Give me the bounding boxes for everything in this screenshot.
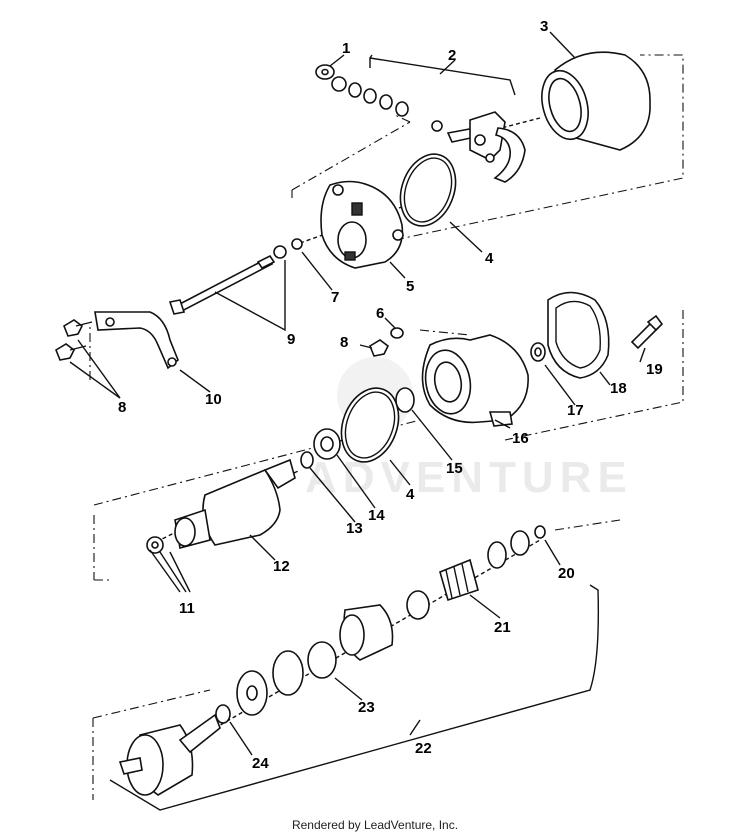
svg-text:ADVENTURE: ADVENTURE [305,453,633,502]
snap-ring [215,704,231,724]
callout-6: 6 [376,305,384,322]
callout-17: 17 [567,402,584,419]
callout-3: 3 [540,18,548,35]
callout-2: 2 [448,47,456,64]
gasket-plate [547,291,610,379]
bearing [313,428,341,460]
callout-13: 13 [346,520,363,537]
mounting-bracket [94,311,179,370]
hex-bolt [55,319,93,361]
front-housing [421,334,529,427]
callout-20: 20 [558,565,575,582]
callout-11: 11 [179,600,195,617]
callout-9: 9 [287,331,295,348]
callout-10: 10 [205,391,222,408]
callout-1: 1 [342,40,350,57]
rear-cover [320,180,404,269]
callout-8-left: 8 [118,399,126,416]
motor-yoke [541,51,651,151]
callout-24: 24 [252,755,269,772]
nut-washer-set [315,64,409,117]
brush-terminal [431,111,526,183]
clutch-spring-assembly [406,530,530,620]
callout-7: 7 [331,289,339,306]
callout-5: 5 [406,278,414,295]
o-ring [340,153,457,463]
drive-shaft-gear [118,713,221,796]
through-bolt [168,245,287,315]
brush-spring [146,536,164,554]
callout-22: 22 [415,740,432,757]
leader-lines [69,31,646,811]
thrust-washer [530,342,546,362]
front-bolt-washer [369,327,404,357]
pinion-gear [307,604,394,679]
callout-23: 23 [358,699,375,716]
callout-18: 18 [610,380,627,397]
callout-12: 12 [273,558,290,575]
callout-15: 15 [446,460,463,477]
bearing-washer [300,451,314,469]
callout-4-lower: 4 [406,486,415,503]
callout-16: 16 [512,430,529,447]
clutch-plate [236,650,304,716]
small-washer [291,238,303,250]
callout-labels: 1 2 3 4 5 6 7 8 9 8 10 19 17 18 16 15 4 … [118,18,663,772]
housing-bolt [630,314,664,350]
render-credit: Rendered by LeadVenture, Inc. [291,818,459,832]
callout-4-upper: 4 [485,250,494,267]
callout-14: 14 [368,507,385,524]
small-o-ring [395,387,415,413]
retaining-clip [534,525,546,539]
callout-19: 19 [646,361,663,378]
callout-21: 21 [494,619,511,636]
callout-8-front: 8 [340,334,348,351]
armature [174,458,296,549]
